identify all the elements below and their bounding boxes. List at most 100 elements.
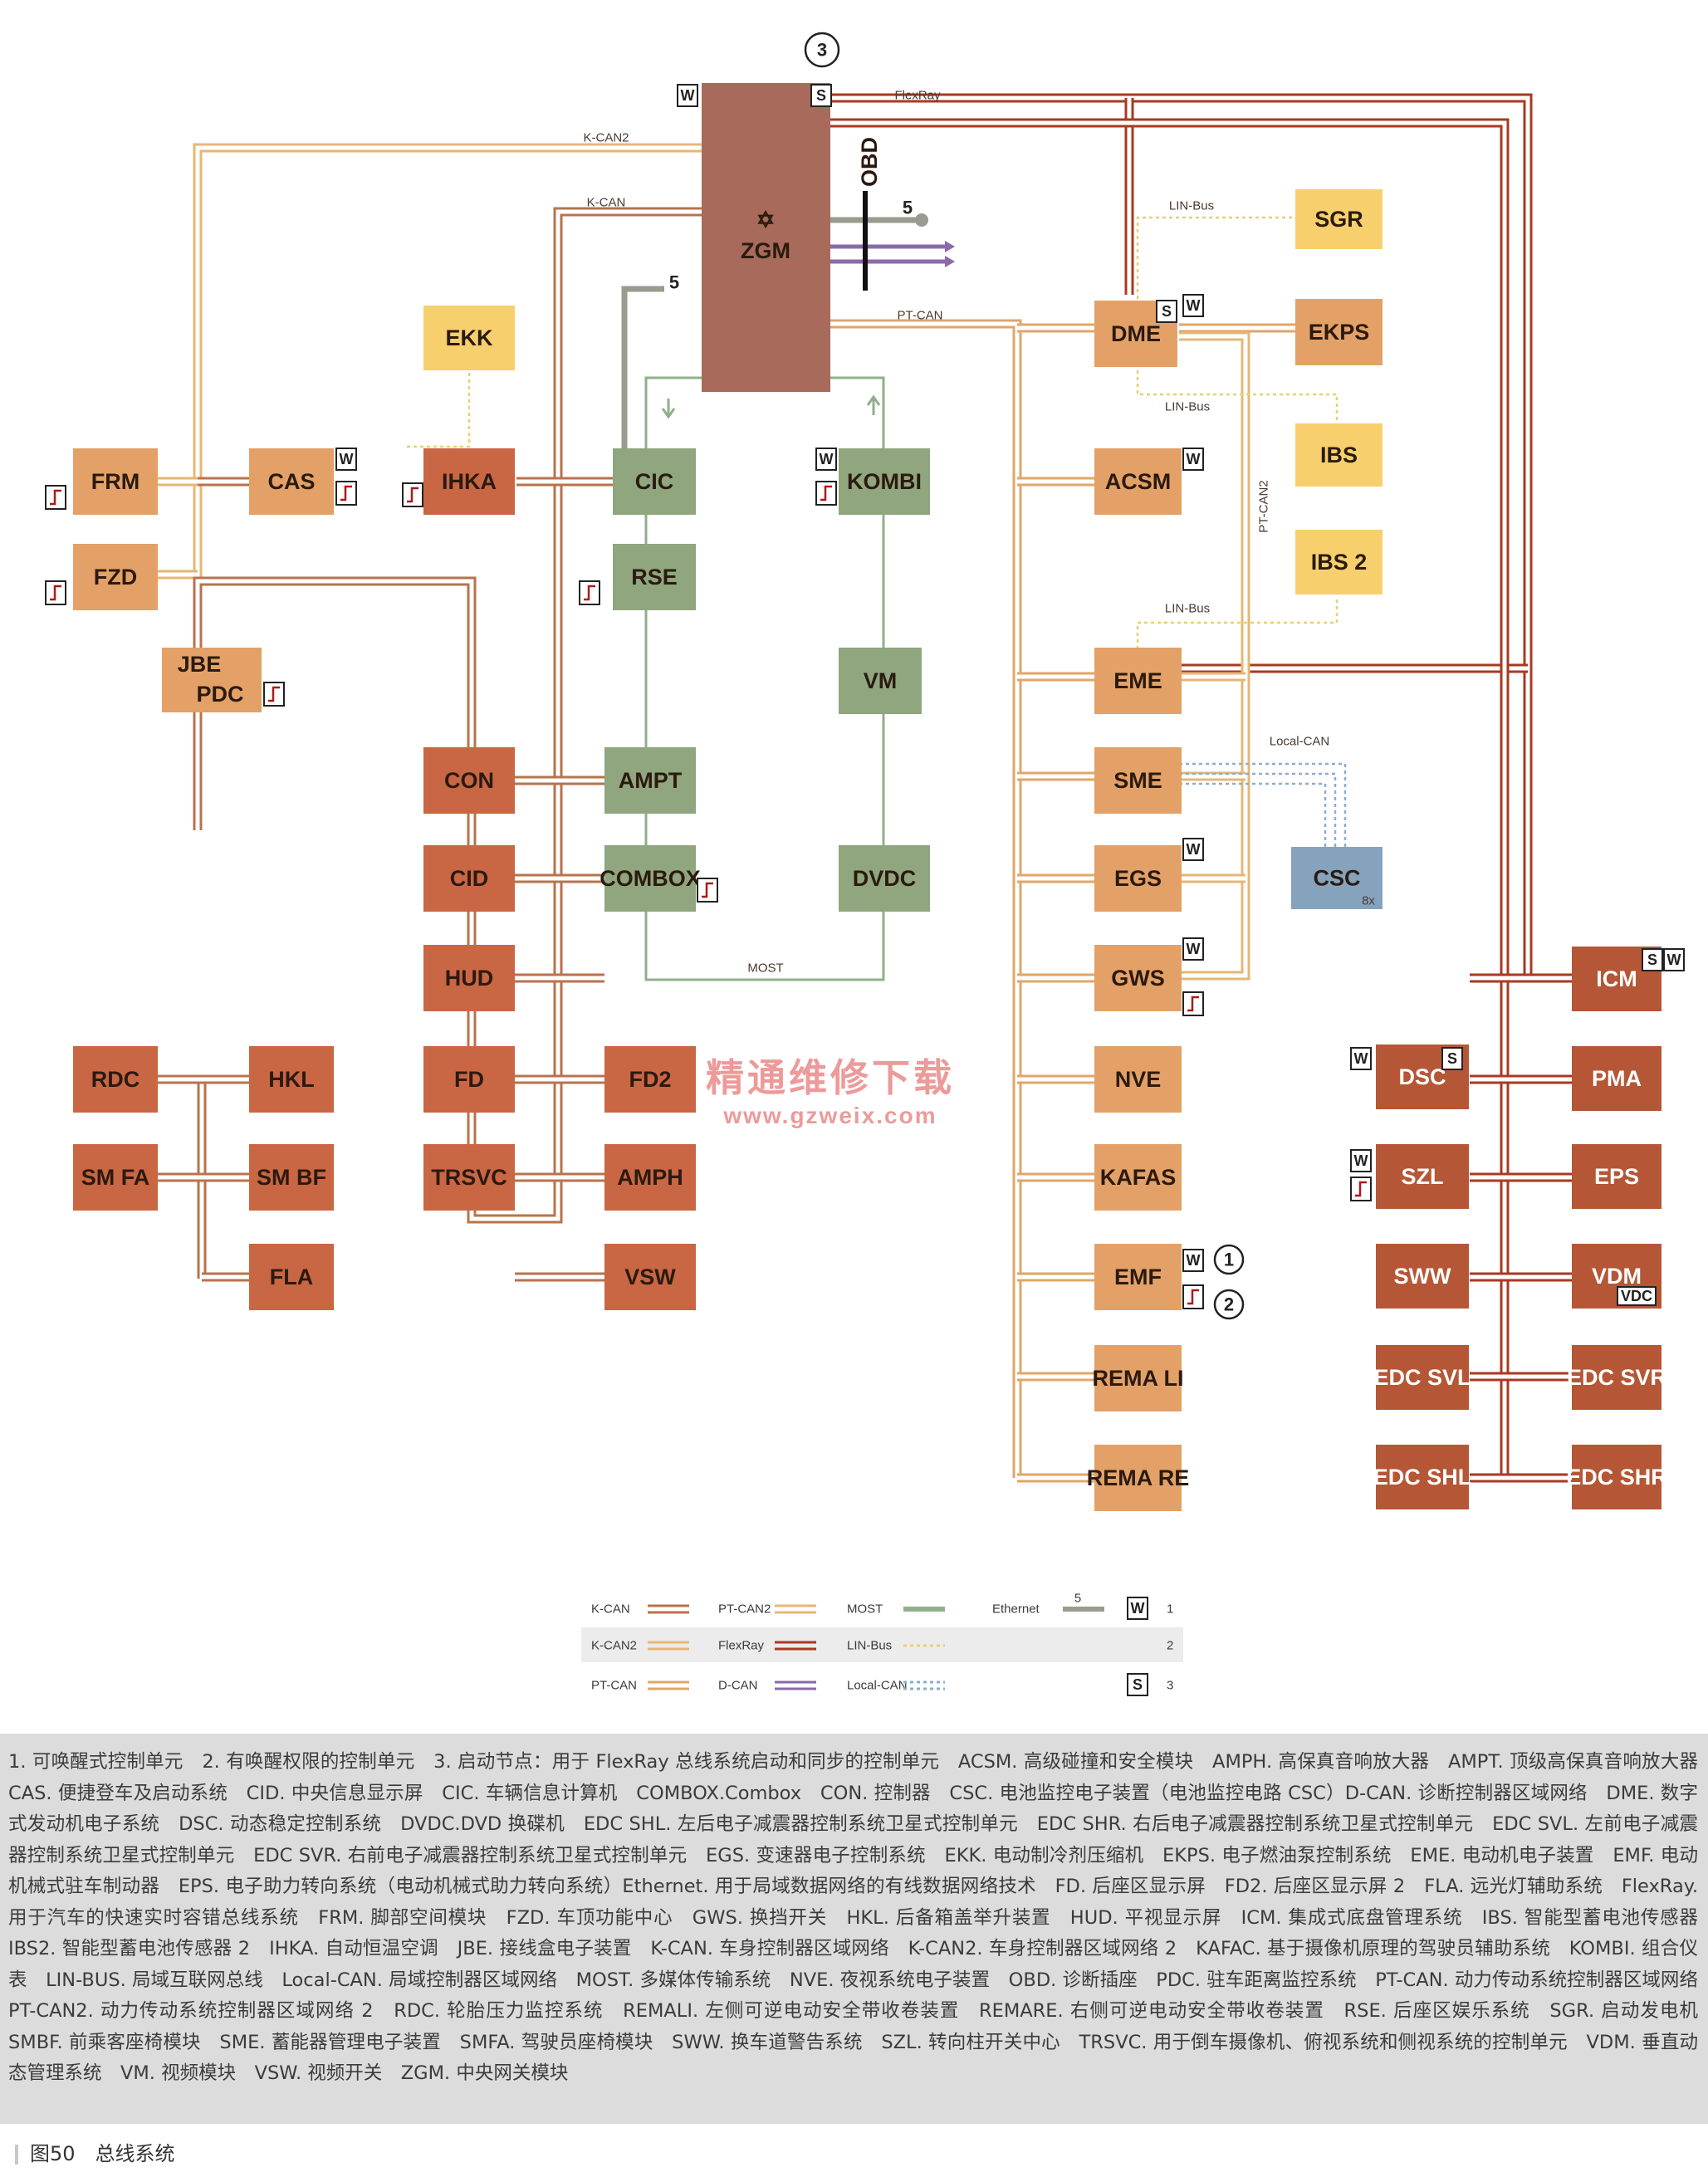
kombi-badge-w [815,448,837,471]
ecu-edcsvr-label: EDC SVR [1567,1365,1666,1390]
node3-label: 3 [817,40,827,61]
ecu-csc-label: CSC [1313,866,1360,891]
ecu-kafas-label: KAFAS [1100,1165,1177,1190]
ecu-eps-label: EPS [1594,1164,1639,1189]
dme-badge-w [1182,294,1204,317]
legend-label-8: D-CAN [718,1679,758,1693]
legend-label-5: FlexRay [718,1639,765,1653]
bus-label-k-can: K-CAN [587,196,626,210]
ecu-vdm-label: VDM [1592,1264,1642,1289]
ecu-smbf-label: SM BF [257,1165,326,1190]
ecu-sgr-box [1295,189,1383,249]
d-can-arrow [945,256,955,267]
callout-2-circle [1213,1289,1245,1320]
icm-badge-s [1642,948,1663,971]
ecu-acsm-box [1094,448,1182,515]
zgm-badge-s [810,84,832,107]
ecu-vm-box [839,648,922,714]
ecu-cid-box [423,845,515,912]
ecu-frm-box [73,448,158,515]
legend-key-badge-0 [1127,1597,1148,1620]
node3-circle [804,32,840,68]
ecu-acsm-label: ACSM [1105,469,1172,494]
zgm-badge-w [677,84,698,107]
title-bar [15,2145,18,2165]
bus-label-lin-ibs: LIN-Bus [1165,400,1210,414]
legend-key-badge-text-0: W [1131,1600,1145,1617]
dme-badge-s-text: S [1162,303,1172,320]
pt-can2-line-gap [1179,334,1248,978]
pdc-wake-badge-glyph [268,686,280,702]
gws-badge-w [1182,937,1204,961]
ecu-hud-label: HUD [445,966,494,991]
legend-label-1: PT-CAN2 [718,1602,771,1617]
lin-eme-ibs2 [1136,598,1339,656]
ecu-ibs2-label: IBS 2 [1311,550,1368,575]
ecu-hkl-box [249,1046,334,1113]
ecu-con-box [423,747,515,814]
bus-label-k-can2: K-CAN2 [583,131,629,145]
ecu-edcsvr-box [1572,1345,1662,1410]
ecu-frm-label: FRM [91,469,139,494]
zgm-box [702,83,830,392]
legend-label-3: Ethernet [992,1602,1040,1617]
bus-label-pt-can2: PT-CAN2 [1257,480,1271,532]
ecu-fla-label: FLA [270,1265,313,1289]
figure-caption: 1. 可唤醒式控制单元 2. 有唤醒权限的控制单元 3. 启动节点：用于 Fle… [0,1734,1708,2124]
ecu-vm-label: VM [864,668,898,693]
ecu-edcshr-box [1572,1445,1662,1509]
ecu-sme-box [1094,747,1182,814]
ecu-rse-label: RSE [631,565,678,590]
ecu-fd2-box [604,1046,696,1113]
ecu-smfa-box [73,1144,158,1211]
obd-label: OBD [857,137,882,187]
ecu-eme-box [1094,648,1182,714]
ecu-smbf-box [249,1144,334,1211]
ecu-eps-box [1572,1144,1662,1209]
szl-badge-w [1350,1149,1372,1172]
ecu-csc-box [1291,847,1383,909]
ecu-remare-label: REMA RE [1087,1465,1190,1490]
legend-row-highlight [581,1627,1183,1662]
ecu-trsvc-box [423,1144,515,1211]
ecu-remare-box [1094,1445,1182,1511]
ecu-dvdc-label: DVDC [853,866,917,891]
ecu-gws-label: GWS [1111,966,1165,991]
dsc-badge-w [1350,1047,1372,1070]
zgm-star-icon: ✡ [756,208,776,232]
watermark-url: www.gzweix.com [723,1103,937,1128]
csc-count: 8x [1362,894,1375,908]
watermark-title: 精通维修下载 [706,1055,955,1100]
ecu-sww-box [1376,1244,1469,1309]
ecu-fzd-box [73,544,158,610]
vdc-tag: VDC [1621,1288,1652,1304]
dsc-badge-s [1441,1047,1463,1070]
ecu-ekk-box [423,306,515,370]
ecu-boxes [73,83,1662,1511]
ecu-fd2-label: FD2 [629,1067,671,1092]
legend-label-2: MOST [847,1602,883,1617]
emf-badge-w-text: W [1187,1252,1201,1269]
ecu-cid-label: CID [450,866,489,891]
bus-wires [158,93,1572,1483]
ecu-egs-box [1094,845,1182,912]
ecu-dme-label: DME [1111,321,1161,346]
ecu-ampt-label: AMPT [619,768,683,793]
szl-wake-badge [1350,1177,1372,1201]
ecu-smfa-label: SM FA [81,1165,150,1190]
ecu-fd-box [423,1046,515,1113]
ecu-sgr-label: SGR [1314,207,1363,232]
bus-label-lin-sgr: LIN-Bus [1169,199,1214,213]
zgm-badge-s-text: S [816,87,826,104]
ecu-emf-label: EMF [1114,1265,1162,1289]
dsc-badge-s-text: S [1447,1050,1457,1067]
gws-wake-badge-glyph [1187,996,1199,1012]
pdc-wake-badge [263,682,285,707]
combox-wake-badge [697,878,718,903]
zgm-badge-w-text: W [681,87,695,104]
cas-badge-w [335,448,357,471]
watermark: 精通维修下载 www.gzweix.com [706,1048,955,1129]
ecu-egs-label: EGS [1114,866,1162,891]
